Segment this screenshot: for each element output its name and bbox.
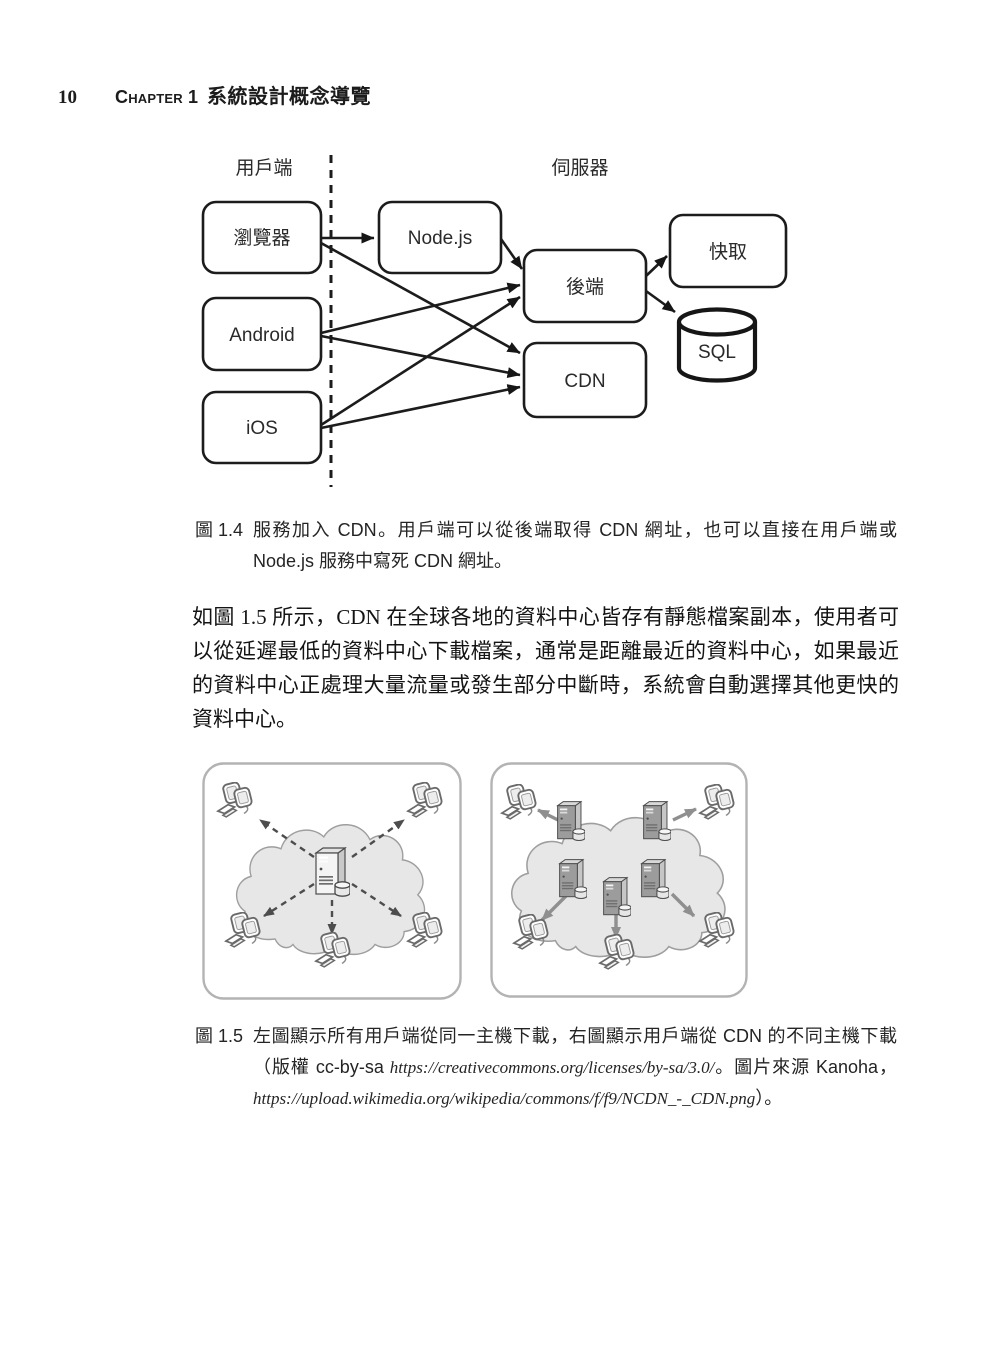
node-cache: 快取 [668, 213, 788, 289]
cdn-edge-server-icon [559, 859, 587, 900]
arrow-ios-backend [320, 295, 521, 427]
svg-text:iOS: iOS [246, 418, 278, 439]
node-backend: 後端 [522, 248, 648, 324]
figure-1-4-diagram: 用戶端 伺服器 瀏覽器 Node.js Android [201, 155, 788, 487]
page-number: 10 [58, 87, 77, 108]
svg-text:Android: Android [229, 325, 295, 346]
arrow-backend-cache [645, 255, 668, 277]
figure-1-5-caption-text: 左圖顯示所有用戶端從同一主機下載，右圖顯示用戶端從 CDN 的不同主機下載（版權… [253, 1021, 897, 1114]
svg-text:瀏覽器: 瀏覽器 [233, 227, 290, 249]
svg-text:後端: 後端 [566, 276, 604, 298]
svg-text:Node.js: Node.js [408, 228, 472, 249]
license-url: https://creativecommons.org/licenses/by-… [389, 1058, 715, 1077]
chapter-label: Chapter 1 [115, 87, 199, 107]
svg-text:CDN: CDN [564, 371, 605, 392]
svg-text:快取: 快取 [709, 241, 747, 263]
figure-1-4-caption: 圖 1.4 服務加入 CDN。用戶端可以從後端取得 CDN 網址，也可以直接在用… [195, 515, 897, 577]
arrow-nodejs-backend [499, 238, 524, 270]
cdn-edge-server-icon [603, 877, 631, 918]
figure-1-5-caption-label: 圖 1.5 [195, 1026, 244, 1046]
node-cdn: CDN [522, 341, 648, 419]
caption-text-part: 。圖片來源 Kanoha， [714, 1057, 898, 1077]
origin-download-arrows [259, 819, 405, 935]
image-source-url: https://upload.wikimedia.org/wikipedia/c… [253, 1089, 756, 1108]
caption-text-part: ）。 [755, 1088, 783, 1108]
running-head: 10 Chapter 1 系統設計概念導覽 [58, 80, 371, 109]
node-ios: iOS [201, 390, 323, 465]
chapter-title: 系統設計概念導覽 [207, 86, 371, 108]
arrow-backend-sql [645, 289, 676, 314]
figure-1-5-single-host-panel [202, 762, 462, 1000]
arrow-android-cdn [320, 334, 521, 378]
figure-1-4-caption-text: 服務加入 CDN。用戶端可以從後端取得 CDN 網址，也可以直接在用戶端或 No… [253, 520, 897, 571]
arrow-browser-cdn [320, 241, 521, 355]
database-cylinder-icon [676, 322, 758, 383]
cdn-edge-server-icon [557, 801, 585, 842]
node-android: Android [201, 296, 323, 372]
node-nodejs: Node.js [377, 200, 503, 275]
arrow-android-backend [320, 282, 521, 335]
caption-text-part: 左圖顯示所有用戶端從同一主機下載，右圖顯示用戶端從 CDN 的不同主機下載（版權… [253, 1026, 897, 1077]
svg-text:SQL: SQL [698, 342, 736, 363]
diagram-arrows [320, 232, 676, 430]
figure-1-5-caption: 圖 1.5 左圖顯示所有用戶端從同一主機下載，右圖顯示用戶端從 CDN 的不同主… [195, 1021, 897, 1114]
lane-label-client: 用戶端 [235, 157, 292, 179]
cdn-edge-server-icon [641, 859, 669, 900]
figure-1-4-caption-label: 圖 1.4 [195, 520, 244, 540]
node-browser: 瀏覽器 [201, 200, 323, 275]
figure-1-5-cdn-panel [490, 762, 748, 998]
lane-label-server: 伺服器 [551, 157, 608, 179]
origin-server-icon [315, 847, 350, 897]
node-sql-database: SQL [676, 307, 758, 383]
arrow-ios-cdn [320, 384, 521, 430]
body-paragraph: 如圖 1.5 所示，CDN 在全球各地的資料中心皆存有靜態檔案副本，使用者可以從… [192, 605, 899, 731]
cdn-edge-server-icon [643, 801, 671, 842]
